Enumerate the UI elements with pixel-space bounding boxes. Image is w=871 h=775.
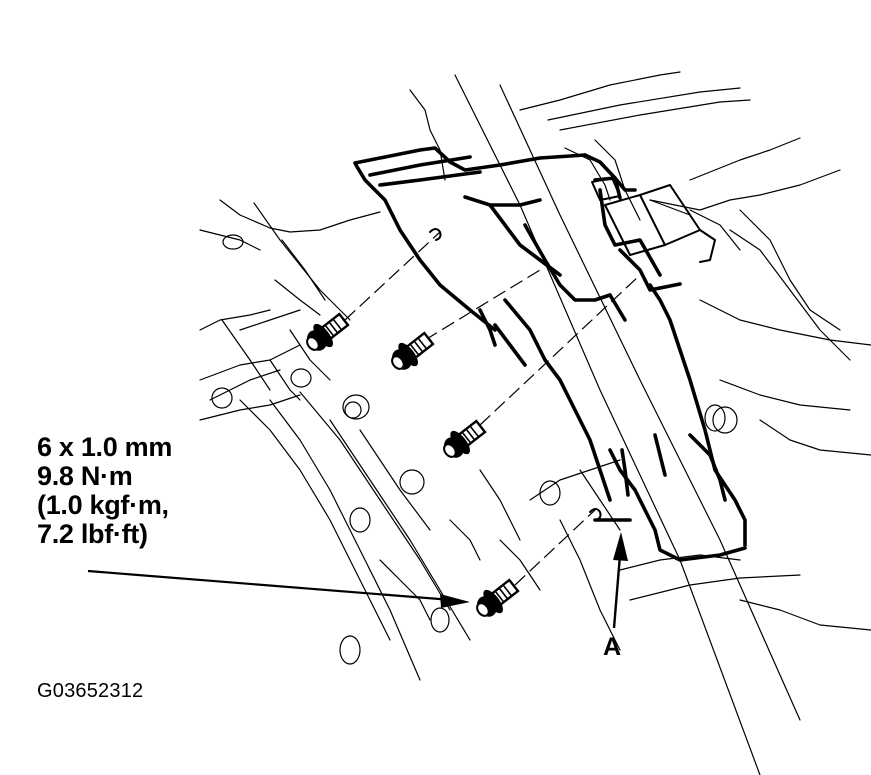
torque-lbfft-text: 7.2 lbf·ft) <box>37 519 148 549</box>
clip-icon <box>429 228 442 241</box>
callout-a-label: A <box>603 633 622 661</box>
flange-bolt-1 <box>306 312 350 351</box>
figure-id: G03652312 <box>37 680 144 702</box>
flange-bolt-2 <box>391 331 435 370</box>
torque-kgfm-text: (1.0 kgf·m, <box>37 490 169 520</box>
callout-a-arrow <box>612 532 628 629</box>
wire-harness-and-cover <box>353 146 747 562</box>
bolt-alignment-lines <box>344 231 641 586</box>
bolt-size-text: 6 x 1.0 mm <box>37 432 173 462</box>
engine-housing-outline <box>199 71 871 775</box>
flange-bolt-3 <box>443 419 487 458</box>
clip-icon <box>589 508 602 521</box>
torque-spec-label: 6 x 1.0 mm 9.8 N·m (1.0 kgf·m, 7.2 lbf·f… <box>37 433 172 549</box>
torque-leader-arrow <box>87 569 470 608</box>
torque-nm-text: 9.8 N·m <box>37 461 133 491</box>
flange-bolt-4 <box>476 578 520 617</box>
